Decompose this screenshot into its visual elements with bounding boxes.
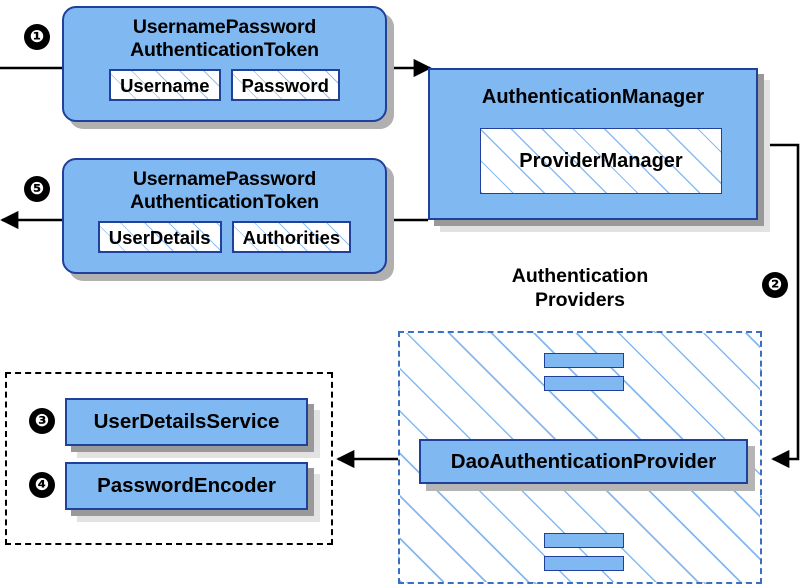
authentication-providers-label: Authentication Providers — [460, 264, 700, 312]
dao-authentication-provider-box[interactable]: DaoAuthenticationProvider — [419, 439, 748, 484]
slot-username: Username — [109, 69, 221, 101]
authentication-manager-title: AuthenticationManager — [481, 86, 705, 108]
request-token-slots: Username Password — [64, 69, 385, 101]
slot-password: Password — [230, 69, 340, 101]
user-details-service-label: UserDetailsService — [93, 410, 280, 433]
provider-bar-bottom-2[interactable] — [544, 556, 624, 571]
provider-bar-top-1[interactable] — [544, 353, 624, 368]
step-badge-2: ❷ — [762, 272, 788, 298]
password-encoder-box[interactable]: PasswordEncoder — [65, 462, 308, 510]
response-token-slots: UserDetails Authorities — [64, 221, 385, 253]
step-badge-1: ❶ — [24, 24, 50, 50]
provider-manager-label: ProviderManager — [519, 149, 683, 172]
slot-user-details: UserDetails — [97, 221, 222, 253]
arrow-manager-to-provider — [758, 143, 800, 469]
step-badge-5: ❺ — [24, 176, 50, 202]
provider-manager-box[interactable]: ProviderManager — [480, 128, 722, 194]
request-token-card[interactable]: UsernamePassword AuthenticationToken Use… — [62, 6, 387, 122]
response-token-title-line1: UsernamePassword — [132, 168, 317, 190]
response-token-title: UsernamePassword AuthenticationToken — [64, 160, 385, 214]
response-token-card[interactable]: UsernamePassword AuthenticationToken Use… — [62, 158, 387, 274]
slot-authorities: Authorities — [231, 221, 352, 253]
request-token-title: UsernamePassword AuthenticationToken — [64, 8, 385, 62]
step-badge-3: ❸ — [29, 408, 55, 434]
dao-authentication-provider-label: DaoAuthenticationProvider — [450, 449, 717, 473]
user-details-service-box[interactable]: UserDetailsService — [65, 398, 308, 446]
provider-bar-bottom-1[interactable] — [544, 533, 624, 548]
step-badge-4: ❹ — [29, 472, 55, 498]
authentication-manager-box[interactable]: AuthenticationManager ProviderManager — [428, 68, 758, 220]
request-token-title-line1: UsernamePassword — [132, 16, 317, 38]
providers-label-line1: Authentication — [511, 265, 649, 287]
response-token-title-line2: AuthenticationToken — [130, 191, 319, 213]
provider-bar-top-2[interactable] — [544, 376, 624, 391]
authentication-providers-container: DaoAuthenticationProvider — [398, 331, 762, 584]
password-encoder-label: PasswordEncoder — [97, 474, 276, 497]
request-token-title-line2: AuthenticationToken — [130, 39, 319, 61]
providers-label-line2: Providers — [535, 289, 625, 311]
